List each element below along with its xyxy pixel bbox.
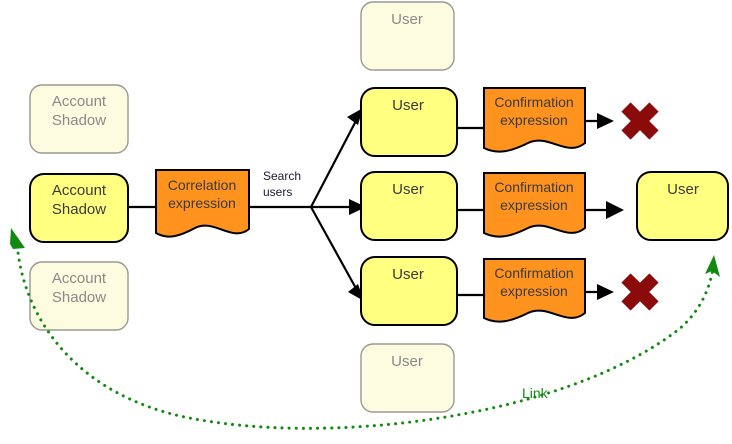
- link-label: Link: [522, 385, 549, 401]
- node-user-candidate-3[interactable]: [360, 256, 458, 326]
- node-user-ghost-bottom-label: User: [391, 353, 423, 370]
- node-account-shadow-ghost-top[interactable]: [29, 84, 129, 154]
- expression-confirmation-3-line2: expression: [500, 283, 568, 299]
- node-user-ghost-bottom[interactable]: [360, 343, 455, 413]
- expression-confirmation-3-line1: Confirmation: [494, 265, 573, 281]
- reject-x-icon-1: [621, 102, 659, 140]
- expression-confirmation-1-line1: Confirmation: [494, 94, 573, 110]
- node-user-result[interactable]: [636, 171, 729, 241]
- arrow-head-user1: [347, 108, 363, 125]
- connector-fanout-to-user3: [310, 206, 359, 293]
- expression-confirmation-2[interactable]: [483, 172, 586, 238]
- node-user-candidate-2-label: User: [392, 181, 424, 198]
- node-account-shadow-ghost-bottom-line1: Account: [52, 270, 107, 287]
- link-curve: [15, 237, 715, 430]
- node-account-shadow-active-line1: Account: [52, 182, 107, 199]
- arrow-head-user2: [349, 199, 366, 215]
- link-arrow-head-right: [705, 255, 720, 277]
- node-user-candidate-1[interactable]: [360, 87, 458, 157]
- node-user-candidate-1-label: User: [392, 97, 424, 114]
- node-account-shadow-ghost-top-line1: Account: [52, 93, 107, 110]
- node-user-ghost-top[interactable]: [360, 1, 455, 71]
- node-account-shadow-active[interactable]: [29, 173, 129, 243]
- arrow-head-reject3: [597, 284, 614, 300]
- reject-x-icon-3: [621, 273, 659, 311]
- node-user-candidate-2[interactable]: [360, 171, 458, 241]
- node-user-result-label: User: [667, 181, 699, 198]
- expression-correlation[interactable]: [155, 169, 250, 238]
- node-account-shadow-ghost-top-line2: Shadow: [52, 112, 106, 129]
- arrow-head-result: [606, 201, 624, 219]
- expression-confirmation-3[interactable]: [483, 258, 586, 323]
- node-account-shadow-active-line2: Shadow: [52, 201, 106, 218]
- expression-confirmation-1-line2: expression: [500, 112, 568, 128]
- node-user-ghost-top-label: User: [391, 11, 423, 28]
- expression-correlation-line1: Correlation: [168, 177, 236, 193]
- link-arrow-head-left: [10, 228, 25, 249]
- connector-fanout-to-user1: [310, 116, 359, 208]
- edge-label-search-users-line2: users: [263, 185, 292, 199]
- arrow-head-reject1: [597, 113, 614, 129]
- expression-confirmation-2-line2: expression: [500, 197, 568, 213]
- expression-confirmation-1[interactable]: [483, 87, 586, 153]
- node-user-candidate-3-label: User: [392, 266, 424, 283]
- edge-label-search-users-line1: Search: [263, 169, 301, 183]
- node-account-shadow-ghost-bottom-line2: Shadow: [52, 289, 106, 306]
- node-account-shadow-ghost-bottom[interactable]: [29, 261, 129, 331]
- expression-correlation-line2: expression: [168, 195, 236, 211]
- expression-confirmation-2-line1: Confirmation: [494, 179, 573, 195]
